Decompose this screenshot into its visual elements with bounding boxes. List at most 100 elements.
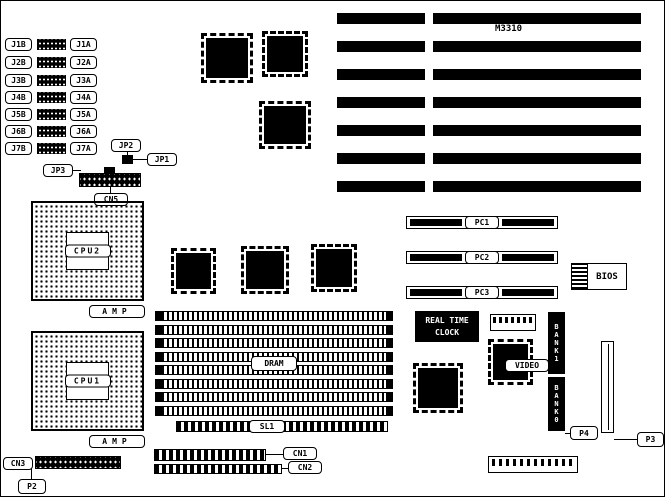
slot-segment <box>410 289 462 296</box>
simm-end-cap <box>155 365 162 375</box>
rtc-label-line1: REAL TIME <box>425 316 469 326</box>
simm-socket-row-7 <box>155 392 393 402</box>
slot-segment <box>502 219 554 226</box>
ic-chip-6 <box>311 244 357 292</box>
slot-segment <box>410 219 462 226</box>
connector-line <box>73 170 81 171</box>
cpu2-socket: CPU2 <box>31 201 144 301</box>
simm-socket-row-3 <box>155 338 393 348</box>
jumper-block-j4 <box>36 92 66 103</box>
bank1-socket: BANK1 <box>548 312 565 374</box>
p3-label: P3 <box>637 432 664 447</box>
jumper-label-j4a: J4A <box>70 91 97 104</box>
simm-contacts <box>162 325 386 335</box>
simm-contacts <box>162 338 386 348</box>
isa-slot-2 <box>337 41 641 52</box>
jumper-block-j5 <box>36 109 66 120</box>
simm-end-cap <box>386 311 393 321</box>
simm-socket-row-8 <box>155 406 393 416</box>
jumper-label-j2a: J2A <box>70 56 97 69</box>
ic-chip-4 <box>171 248 216 294</box>
jumper-row-j4: J4B J4A <box>5 91 97 104</box>
simm-end-cap <box>386 365 393 375</box>
simm-socket-row-2 <box>155 325 393 335</box>
jumper-row-j1: J1B J1A <box>5 38 97 51</box>
jumper-label-j1a: J1A <box>70 38 97 51</box>
jumper-block-j3 <box>36 75 66 86</box>
cn2-label: CN2 <box>288 461 322 474</box>
pci-slot-pc1: PC1 <box>406 216 558 229</box>
jumper-label-j7b: J7B <box>5 142 32 155</box>
isa-slot-1 <box>337 13 641 24</box>
jumper-row-j3: J3B J3A <box>5 74 97 87</box>
isa-slot-6 <box>337 153 641 164</box>
isa-slot-4 <box>337 97 641 108</box>
bios-label: BIOS <box>596 271 618 282</box>
cn5-header <box>79 173 141 187</box>
simm-socket-row-1 <box>155 311 393 321</box>
sl1-label: SL1 <box>249 420 285 433</box>
jumper-row-j5: J5B J5A <box>5 108 97 121</box>
ic-chip-7 <box>413 363 463 413</box>
simm-end-cap <box>155 311 162 321</box>
dip-header <box>490 314 536 331</box>
jumper-label-j3b: J3B <box>5 74 32 87</box>
cn1-label: CN1 <box>283 447 317 460</box>
real-time-clock-chip: REAL TIME CLOCK <box>415 311 479 342</box>
jumper-label-j6a: J6A <box>70 125 97 138</box>
jumper-label-j5a: J5A <box>70 108 97 121</box>
model-number: M3310 <box>495 24 523 34</box>
connector-line <box>31 469 32 479</box>
isa-slot-7 <box>337 181 641 192</box>
jumper-block-jp3 <box>104 167 115 176</box>
video-label: VIDEO <box>505 359 549 372</box>
dram-label: DRAM <box>251 356 297 371</box>
simm-contacts <box>162 379 386 389</box>
connector-line <box>565 433 570 434</box>
simm-end-cap <box>386 392 393 402</box>
jumper-label-jp2: JP2 <box>111 139 141 152</box>
jumper-label-j4b: J4B <box>5 91 32 104</box>
simm-end-cap <box>155 338 162 348</box>
jumper-label-j7a: J7A <box>70 142 97 155</box>
jumper-row-j2: J2B J2A <box>5 56 97 69</box>
isa-slot-5 <box>337 125 641 136</box>
simm-contacts <box>162 392 386 402</box>
jumper-block-jp1 <box>122 155 133 164</box>
slot-segment <box>502 289 554 296</box>
jumper-label-j3a: J3A <box>70 74 97 87</box>
pc1-label: PC1 <box>465 216 499 229</box>
jumper-row-j6: J6B J6A <box>5 125 97 138</box>
power-connector-slot <box>601 341 614 433</box>
jumper-label-jp1: JP1 <box>147 153 177 166</box>
connector-line <box>133 159 147 160</box>
jumper-block-j1 <box>36 39 66 50</box>
jumper-block-j2 <box>36 57 66 68</box>
cpu1-label: CPU1 <box>64 374 111 388</box>
jumper-label-j1b: J1B <box>5 38 32 51</box>
simm-end-cap <box>155 352 162 362</box>
ic-chip-5 <box>241 246 289 294</box>
cn1-connector <box>154 449 266 461</box>
bank0-socket: BANK0 <box>548 377 565 431</box>
connector-line <box>282 468 288 469</box>
simm-end-cap <box>386 406 393 416</box>
cn2-connector <box>154 464 282 474</box>
cpu1-socket: CPU1 <box>31 331 144 431</box>
connector-line <box>110 187 111 193</box>
jumper-label-j6b: J6B <box>5 125 32 138</box>
slot-segment <box>502 254 554 261</box>
pc2-label: PC2 <box>465 251 499 264</box>
pc3-label: PC3 <box>465 286 499 299</box>
simm-end-cap <box>386 325 393 335</box>
keyboard-connector <box>488 456 578 473</box>
jumper-label-j2b: J2B <box>5 56 32 69</box>
cpu2-label: CPU2 <box>64 244 111 258</box>
pci-slot-pc2: PC2 <box>406 251 558 264</box>
jumper-label-j5b: J5B <box>5 108 32 121</box>
cn3-label: CN3 <box>3 457 33 470</box>
simm-end-cap <box>155 379 162 389</box>
slot-segment <box>410 254 462 261</box>
bios-chip-stripes <box>572 264 588 289</box>
